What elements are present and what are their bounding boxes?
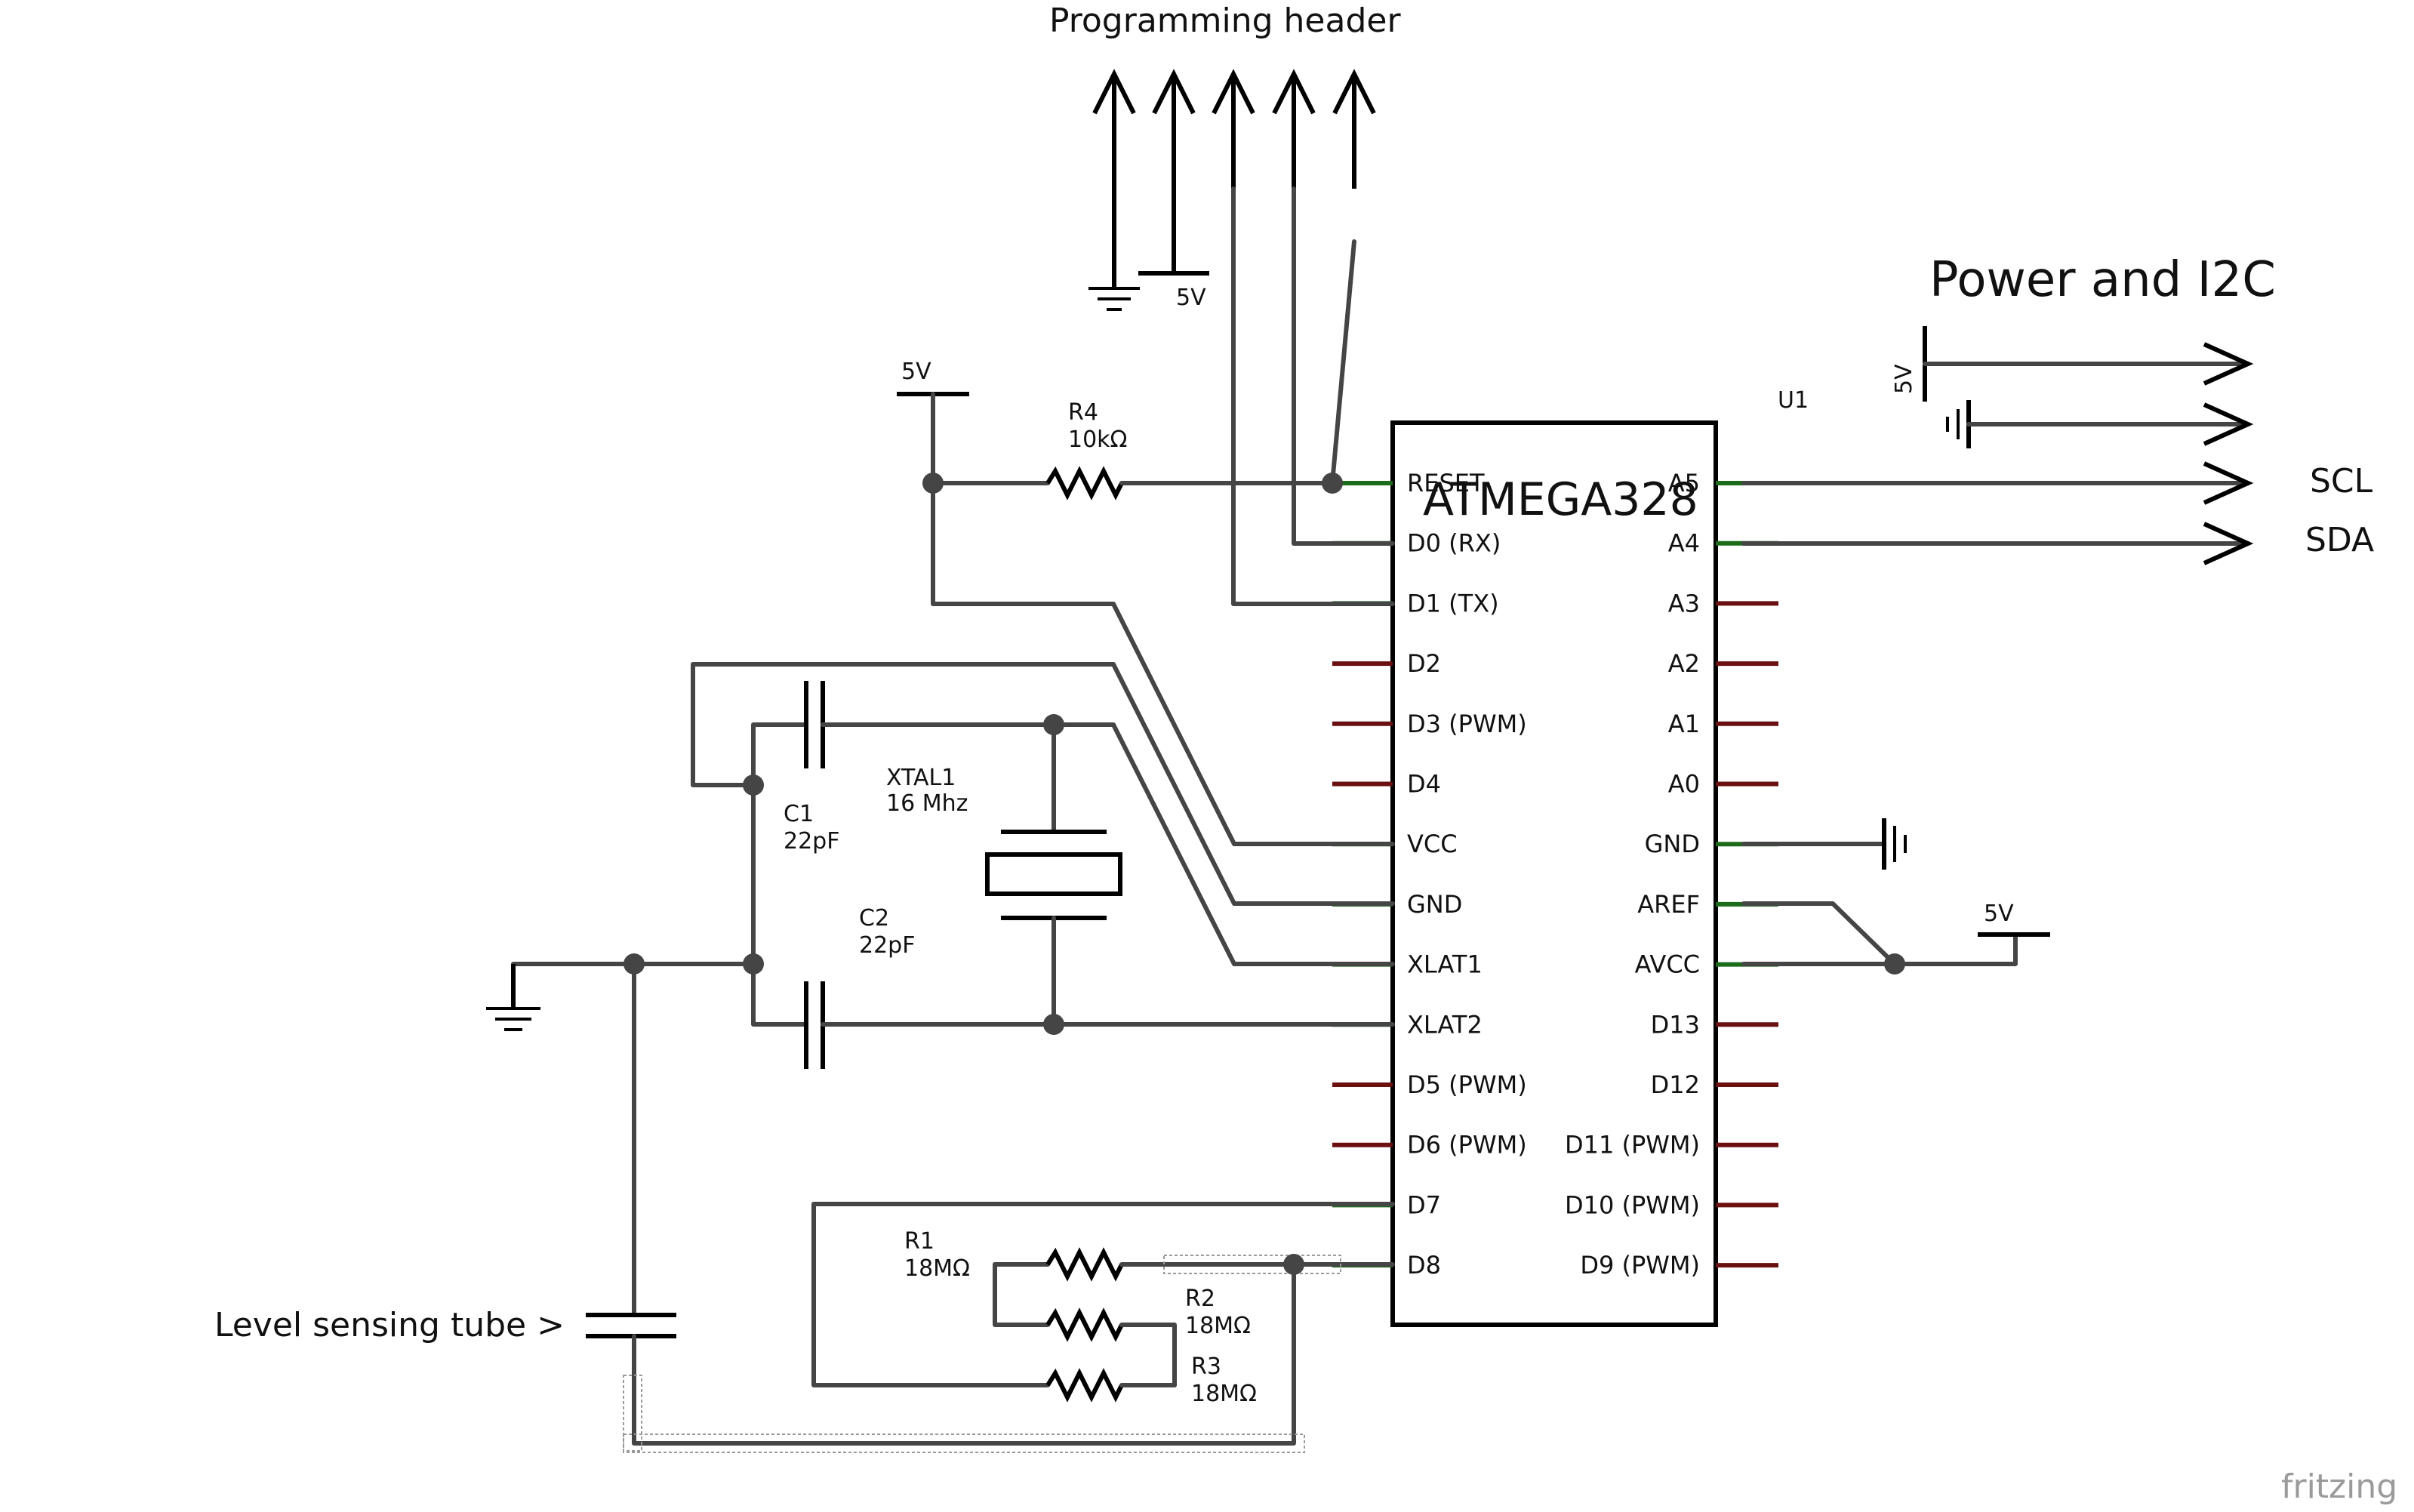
power-5v-label: 5V — [1891, 364, 1917, 394]
tube-selection-box — [623, 1375, 642, 1452]
pin-label-right-d12: D12 — [1651, 1070, 1700, 1099]
level-tube-label: Level sensing tube > — [214, 1306, 565, 1344]
pin-label-d5-pwm: D5 (PWM) — [1407, 1070, 1527, 1099]
pin-label-d6-pwm: D6 (PWM) — [1407, 1131, 1527, 1159]
avcc-5v-label: 5V — [1984, 901, 2014, 927]
power-5v-rail — [1923, 326, 2254, 402]
junction-caps-gnd — [743, 953, 764, 975]
scl-arrow — [1741, 461, 2254, 505]
r2-value: 18MΩ — [1185, 1313, 1251, 1339]
level-sensing-tube-capacitor — [586, 962, 1296, 1446]
r1-value: 18MΩ — [904, 1255, 970, 1282]
fritzing-watermark: fritzing — [2281, 1467, 2397, 1506]
c2-name: C2 — [859, 905, 889, 932]
pin-label-right-a2: A2 — [1668, 649, 1700, 678]
programming-header-arrows — [1092, 69, 1376, 242]
header-5v-label: 5V — [1176, 285, 1206, 311]
sda-arrow — [1741, 522, 2254, 565]
pin-label-vcc: VCC — [1407, 830, 1458, 858]
wire-aref — [1741, 901, 1897, 966]
pin-label-right-gnd: GND — [1645, 830, 1700, 858]
pin-label-xlat2: XLAT2 — [1407, 1010, 1483, 1039]
r2-name: R2 — [1185, 1286, 1215, 1312]
pin-label-right-a0: A0 — [1668, 770, 1700, 799]
chip-gnd-symbol — [1741, 818, 1907, 870]
sda-label: SDA — [2305, 521, 2374, 559]
junction-d8 — [1283, 1254, 1304, 1275]
wire-d7 — [811, 1202, 1395, 1387]
pin-label-right-a3: A3 — [1668, 589, 1700, 617]
pin-label-d1-tx: D1 (TX) — [1407, 589, 1499, 617]
pin-label-gnd: GND — [1407, 890, 1462, 919]
r4-value: 10kΩ — [1068, 427, 1127, 453]
scl-label: SCL — [2310, 462, 2373, 500]
r4-resistor — [931, 466, 1335, 500]
r3-name: R3 — [1191, 1353, 1221, 1380]
wire-header-tx — [1231, 186, 1395, 606]
c1-name: C1 — [784, 801, 814, 827]
pin-label-reset: RESET — [1407, 469, 1485, 497]
xtal1-value: 16 Mhz — [886, 790, 968, 817]
pin-label-d8: D8 — [1407, 1251, 1441, 1280]
junction-avcc — [1884, 953, 1905, 975]
r2-resistor — [993, 1262, 1177, 1387]
header-5v-symbol — [1138, 242, 1209, 276]
pin-label-right-avcc: AVCC — [1635, 950, 1700, 979]
pin-label-right-a4: A4 — [1668, 529, 1700, 558]
c1-capacitor — [751, 681, 1056, 966]
pin-label-right-d10-pwm: D10 (PWM) — [1565, 1190, 1700, 1219]
wire-header-reset — [1330, 239, 1356, 485]
pin-label-xlat1: XLAT1 — [1407, 950, 1483, 979]
power-i2c-title: Power and I2C — [1929, 252, 2276, 308]
pin-label-right-d9-pwm: D9 (PWM) — [1580, 1251, 1700, 1280]
header-ground-symbol — [1088, 242, 1140, 311]
tube-wire-selection-box — [623, 1433, 1305, 1453]
pin-label-right-d11-pwm: D11 (PWM) — [1565, 1131, 1700, 1159]
wire-xlat1 — [1052, 722, 1395, 966]
r1-resistor — [993, 1247, 1395, 1282]
pin-label-d3-pwm: D3 (PWM) — [1407, 710, 1527, 738]
c2-value: 22pF — [859, 932, 915, 959]
c1-value: 22pF — [784, 828, 839, 855]
wire-header-rx — [1292, 186, 1395, 546]
pin-label-right-a1: A1 — [1668, 710, 1700, 738]
wire-vcc — [931, 481, 1395, 846]
reset-5v-label: 5V — [901, 359, 931, 385]
power-gnd-rail — [1946, 400, 2254, 448]
pin-label-right-a5: A5 — [1668, 469, 1700, 497]
chip-name: ATMEGA328 — [1423, 473, 1698, 526]
chip-body — [1390, 420, 1718, 1327]
r3-value: 18MΩ — [1191, 1381, 1257, 1407]
c2-capacitor — [751, 962, 1056, 1069]
pin-label-d2: D2 — [1407, 649, 1441, 678]
junction-c1-gnd — [743, 774, 764, 796]
xtal1-name: XTAL1 — [886, 765, 956, 791]
pin-label-d0-rx: D0 (RX) — [1407, 529, 1501, 558]
pin-label-d7: D7 — [1407, 1190, 1441, 1219]
left-ground-symbol — [486, 962, 756, 1031]
junction-xtal-bottom — [1043, 1014, 1064, 1035]
wire-avcc — [1741, 932, 2018, 966]
pin-label-d4: D4 — [1407, 770, 1441, 799]
programming-header-title: Programming header — [1049, 2, 1401, 40]
reset-5v-symbol — [897, 392, 969, 485]
pin-label-right-aref: AREF — [1637, 890, 1700, 919]
chip-ref-label: U1 — [1778, 387, 1809, 414]
r1-name: R1 — [904, 1228, 935, 1255]
xtal1-crystal — [985, 722, 1122, 1027]
pin-label-right-d13: D13 — [1651, 1010, 1700, 1039]
r3-resistor — [993, 1368, 1177, 1403]
wire-gnd — [691, 662, 1395, 906]
d8-wire-selection-box — [1163, 1255, 1341, 1274]
junction-xtal-top — [1043, 714, 1064, 735]
r4-name: R4 — [1068, 399, 1098, 426]
